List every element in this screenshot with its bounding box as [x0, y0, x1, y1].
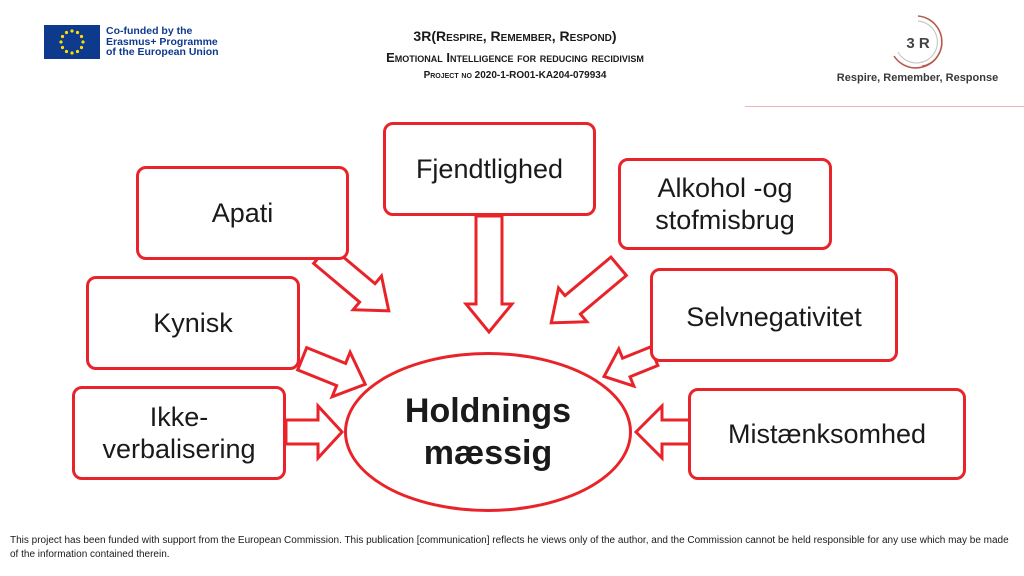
node-kynisk: Kynisk — [86, 276, 300, 370]
node-mistaenksomhed: Mistænksomhed — [688, 388, 966, 480]
node-kynisk-label: Kynisk — [153, 308, 233, 338]
center-label-line2: mæssig — [423, 434, 553, 472]
eu-logo-line3: of the European Union — [106, 46, 219, 58]
3r-logo-mark-text: 3 R — [906, 35, 930, 52]
header-title: 3R(Respire, Remember, Respond) — [413, 28, 617, 44]
node-apati: Apati — [136, 166, 349, 260]
node-alkohol-og-stofmisbrug: Alkohol -og stofmisbrug — [618, 158, 832, 250]
node-alkohol-label-line2: stofmisbrug — [655, 205, 795, 235]
node-selvnegativitet-label: Selvnegativitet — [686, 302, 862, 332]
node-apati-label: Apati — [211, 198, 274, 228]
arrow-selvnegativitet — [601, 345, 660, 389]
header-subtitle: Emotional Intelligence for reducing reci… — [386, 50, 644, 65]
node-mistaenksomhed-label: Mistænksomhed — [727, 419, 927, 449]
center-label-line1: Holdnings — [404, 392, 572, 430]
slide-header: 3R(Respire, Remember, Respond) Emotional… — [300, 27, 730, 83]
arrow-apati — [311, 242, 391, 313]
node-alkohol-label-line1: Alkohol -og — [657, 173, 793, 203]
node-fjendtlighed-label: Fjendtlighed — [415, 154, 564, 184]
eu-erasmus-logo: Co-funded by the Erasmus+ Programme of t… — [44, 25, 224, 59]
eu-logo-line1: Co-funded by the — [106, 25, 193, 37]
eu-logo-line2: Erasmus+ Programme — [106, 35, 218, 48]
arrow-alkohol — [549, 254, 629, 325]
node-fjendtlighed: Fjendtlighed — [383, 122, 596, 216]
arrow-fjendtlighed — [462, 214, 516, 335]
header-project-number: Project no 2020-1-RO01-KA204-079934 — [423, 70, 607, 81]
node-ikke-label-line2: verbalisering — [102, 434, 256, 464]
center-node-holdningsmaessig: Holdnings mæssig — [344, 352, 632, 512]
eu-flag-icon — [44, 25, 100, 59]
node-ikke-verbalisering: Ikke- verbalisering — [72, 386, 286, 480]
funding-disclaimer: This project has been funded with suppor… — [10, 535, 1009, 560]
node-selvnegativitet: Selvnegativitet — [650, 268, 898, 362]
node-ikke-label-line1: Ikke- — [149, 402, 209, 432]
arrow-ikke-verbalisering — [284, 402, 345, 462]
eu-logo-text: Co-funded by the Erasmus+ Programme of t… — [106, 26, 224, 58]
arrow-kynisk — [295, 345, 368, 400]
3r-logo-mark-icon: 3 R — [893, 15, 943, 69]
arrow-mistaenksomhed — [633, 402, 696, 462]
header-divider — [745, 106, 1024, 107]
3r-logo-tagline: Respire, Remember, Response — [836, 72, 999, 84]
3r-logo: 3 R Respire, Remember, Response — [830, 12, 1005, 92]
